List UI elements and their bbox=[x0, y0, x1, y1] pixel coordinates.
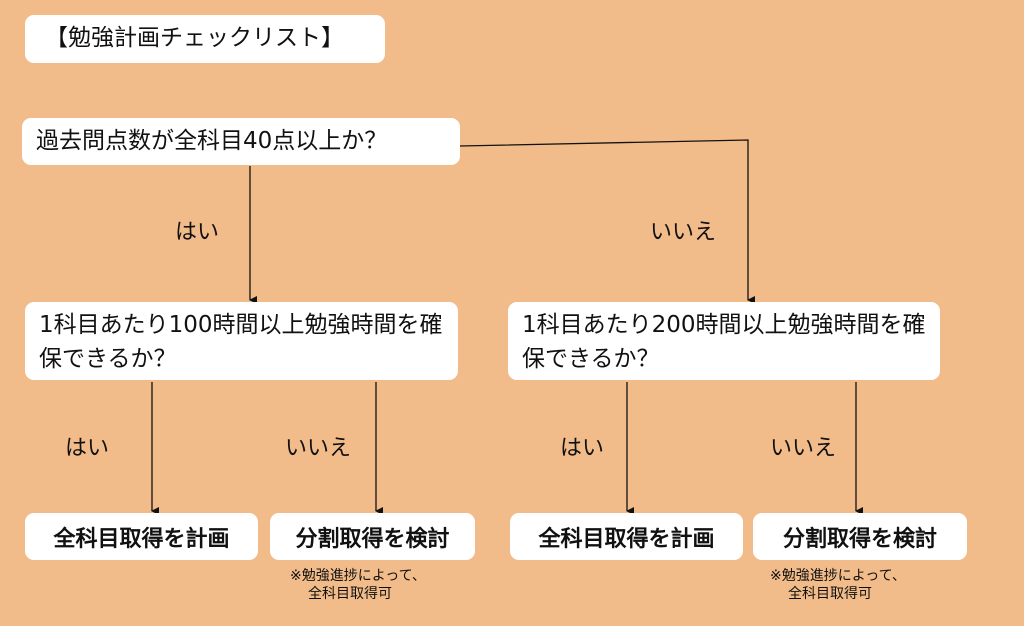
note-right-line2: 全科目取得可 bbox=[788, 586, 872, 602]
title-box: 【勉強計画チェックリスト】 bbox=[25, 15, 385, 63]
result-right-yes: 全科目取得を計画 bbox=[510, 513, 743, 560]
result-right-no: 分割取得を検討 bbox=[753, 513, 967, 560]
label-left-no: いいえ bbox=[285, 436, 352, 461]
result-left-yes: 全科目取得を計画 bbox=[25, 513, 258, 560]
arrow-q1-no bbox=[459, 139, 755, 304]
result-left-yes-text: 全科目取得を計画 bbox=[53, 526, 230, 552]
result-right-no-text: 分割取得を検討 bbox=[782, 526, 937, 552]
label-q1-no: いいえ bbox=[650, 220, 717, 245]
question2-left-text: 1科目あたり100時間以上勉強時間を確保できるか？ bbox=[39, 312, 443, 372]
note-right-line1: ※勉強進捗によって、 bbox=[770, 568, 906, 584]
label-left-yes: はい bbox=[65, 436, 110, 461]
note-left-line2: 全科目取得可 bbox=[308, 586, 392, 602]
result-right-yes-text: 全科目取得を計画 bbox=[538, 526, 715, 552]
note-left-line1: ※勉強進捗によって、 bbox=[290, 568, 426, 584]
question1-text: 過去問点数が全科目40点以上か？ bbox=[36, 128, 388, 154]
question2-left-box: 1科目あたり100時間以上勉強時間を確保できるか？ bbox=[25, 302, 458, 380]
result-left-no-text: 分割取得を検討 bbox=[295, 526, 450, 552]
question2-right-text: 1科目あたり200時間以上勉強時間を確保できるか？ bbox=[522, 312, 926, 372]
title: 【勉強計画チェックリスト】 bbox=[45, 25, 344, 51]
note-left: ※勉強進捗によって、 全科目取得可 bbox=[290, 567, 426, 603]
result-left-no: 分割取得を検討 bbox=[270, 513, 475, 560]
label-q1-yes: はい bbox=[175, 220, 220, 245]
note-right: ※勉強進捗によって、 全科目取得可 bbox=[770, 567, 906, 603]
label-right-no: いいえ bbox=[770, 436, 837, 461]
question1-box: 過去問点数が全科目40点以上か？ bbox=[22, 118, 460, 165]
question2-right-box: 1科目あたり200時間以上勉強時間を確保できるか？ bbox=[508, 302, 940, 380]
label-right-yes: はい bbox=[560, 436, 605, 461]
